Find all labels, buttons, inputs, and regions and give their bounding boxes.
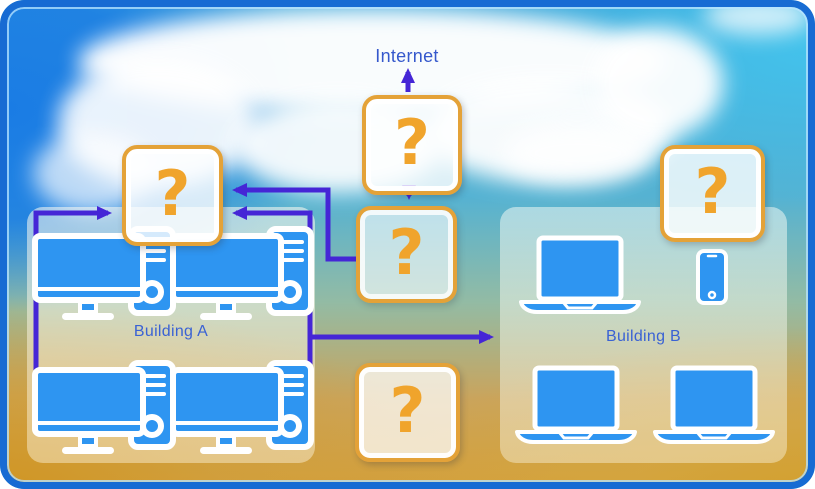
question-mark-icon: ? <box>154 156 191 230</box>
question-mark-icon: ? <box>388 215 425 289</box>
question-box-core[interactable]: ? <box>356 206 457 303</box>
question-mark-icon: ? <box>694 154 731 228</box>
question-box-spare[interactable]: ? <box>355 363 460 462</box>
smartphone-icon <box>696 249 728 305</box>
cloud-shape <box>503 123 653 183</box>
question-box-internet-edge[interactable]: ? <box>362 95 462 195</box>
building-b-label: Building B <box>605 328 682 345</box>
desktop-computer-icon <box>32 360 176 454</box>
arrow-midbox-to-building-a-box <box>232 183 356 262</box>
question-box-building-b[interactable]: ? <box>660 145 765 242</box>
cloud-shape <box>593 28 723 138</box>
laptop-icon <box>519 235 641 314</box>
desktop-computer-icon <box>170 360 314 454</box>
building-a-label: Building A <box>133 323 209 340</box>
question-mark-icon: ? <box>394 106 430 179</box>
question-box-building-a[interactable]: ? <box>122 145 223 246</box>
internet-label: Internet <box>375 46 439 66</box>
desktop-computer-icon <box>170 226 314 320</box>
laptop-icon <box>515 365 637 444</box>
laptop-icon <box>653 365 775 444</box>
question-mark-icon: ? <box>389 373 426 447</box>
